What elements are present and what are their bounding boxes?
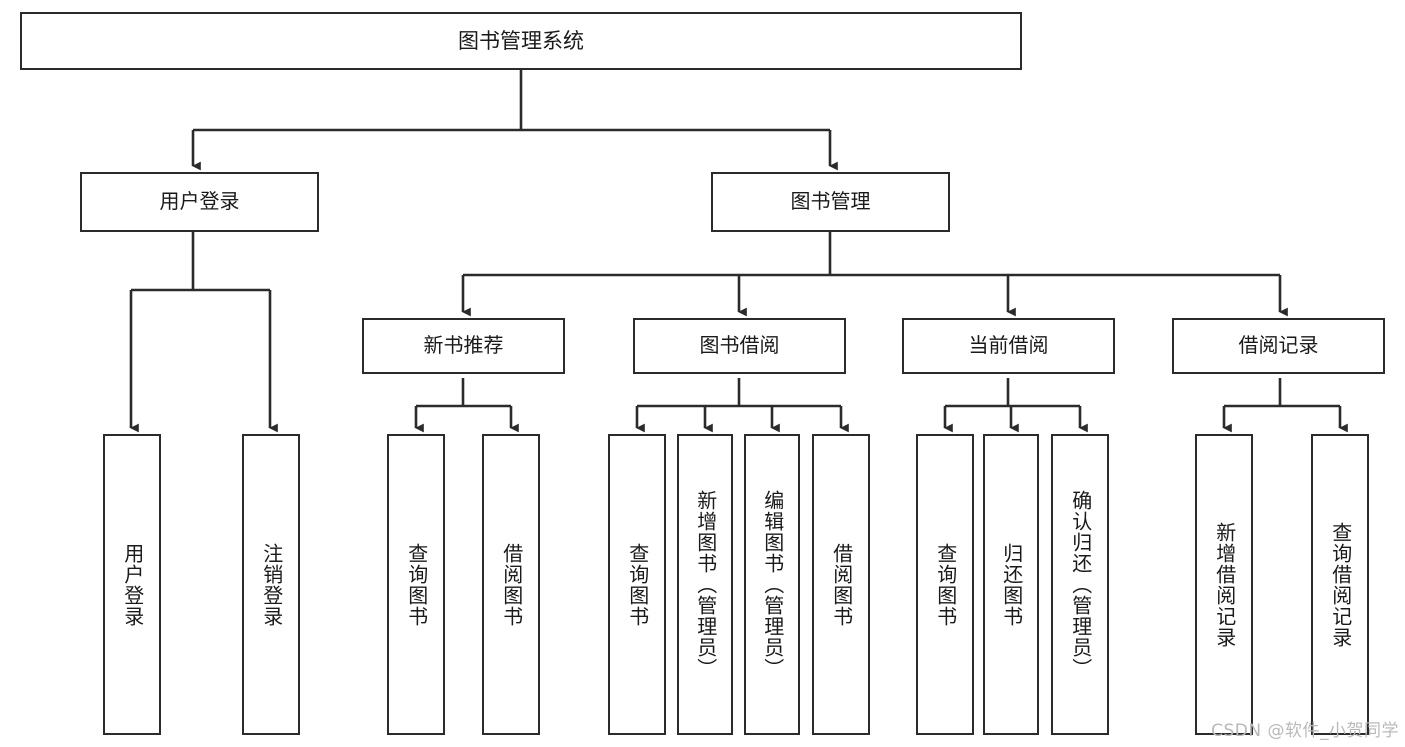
node-leaf-borrow-book-1-label: 借阅图书 <box>499 542 524 627</box>
node-borrow-record[interactable]: 借阅记录 <box>1172 318 1385 374</box>
node-leaf-logout-login[interactable]: 注销登录 <box>242 434 300 735</box>
node-book-borrow-label: 图书借阅 <box>699 333 780 358</box>
node-leaf-query-record[interactable]: 查询借阅记录 <box>1311 434 1369 735</box>
node-leaf-query-book-2[interactable]: 查询图书 <box>608 434 666 735</box>
node-leaf-confirm-return[interactable]: 确认归还（管理员） <box>1051 434 1109 735</box>
node-leaf-query-book-1-label: 查询图书 <box>404 542 429 627</box>
node-leaf-add-record[interactable]: 新增借阅记录 <box>1195 434 1253 735</box>
node-leaf-edit-book[interactable]: 编辑图书（管理员） <box>744 434 800 735</box>
node-book-manage[interactable]: 图书管理 <box>711 172 950 232</box>
node-user-login[interactable]: 用户登录 <box>80 172 319 232</box>
node-leaf-query-book-3-label: 查询图书 <box>933 542 958 627</box>
node-leaf-add-book-label: 新增图书（管理员） <box>693 490 718 679</box>
node-leaf-borrow-book-1[interactable]: 借阅图书 <box>482 434 540 735</box>
node-leaf-return-book-label: 归还图书 <box>999 542 1024 627</box>
node-leaf-edit-book-label: 编辑图书（管理员） <box>760 490 785 679</box>
node-leaf-query-book-2-label: 查询图书 <box>625 542 650 627</box>
node-leaf-query-record-label: 查询借阅记录 <box>1328 521 1353 648</box>
node-leaf-add-book[interactable]: 新增图书（管理员） <box>677 434 733 735</box>
node-current-borrow[interactable]: 当前借阅 <box>902 318 1115 374</box>
node-leaf-return-book[interactable]: 归还图书 <box>983 434 1039 735</box>
node-root-label: 图书管理系统 <box>458 28 584 53</box>
node-leaf-add-record-label: 新增借阅记录 <box>1212 521 1237 648</box>
node-book-borrow[interactable]: 图书借阅 <box>633 318 846 374</box>
node-leaf-user-login[interactable]: 用户登录 <box>103 434 161 735</box>
node-user-login-label: 用户登录 <box>159 189 240 214</box>
node-leaf-user-login-label: 用户登录 <box>120 542 145 627</box>
node-borrow-record-label: 借阅记录 <box>1238 333 1319 358</box>
node-leaf-confirm-return-label: 确认归还（管理员） <box>1068 490 1093 679</box>
node-new-book-recommend-label: 新书推荐 <box>423 333 504 358</box>
node-leaf-query-book-3[interactable]: 查询图书 <box>916 434 974 735</box>
node-leaf-borrow-book-2[interactable]: 借阅图书 <box>812 434 870 735</box>
node-leaf-borrow-book-2-label: 借阅图书 <box>829 542 854 627</box>
node-current-borrow-label: 当前借阅 <box>968 333 1049 358</box>
node-leaf-logout-login-label: 注销登录 <box>259 542 284 627</box>
node-leaf-query-book-1[interactable]: 查询图书 <box>387 434 445 735</box>
node-root[interactable]: 图书管理系统 <box>20 12 1022 70</box>
node-book-manage-label: 图书管理 <box>790 189 871 214</box>
node-new-book-recommend[interactable]: 新书推荐 <box>362 318 565 374</box>
csdn-watermark: CSDN @软件_小贺同学 <box>1211 721 1399 741</box>
